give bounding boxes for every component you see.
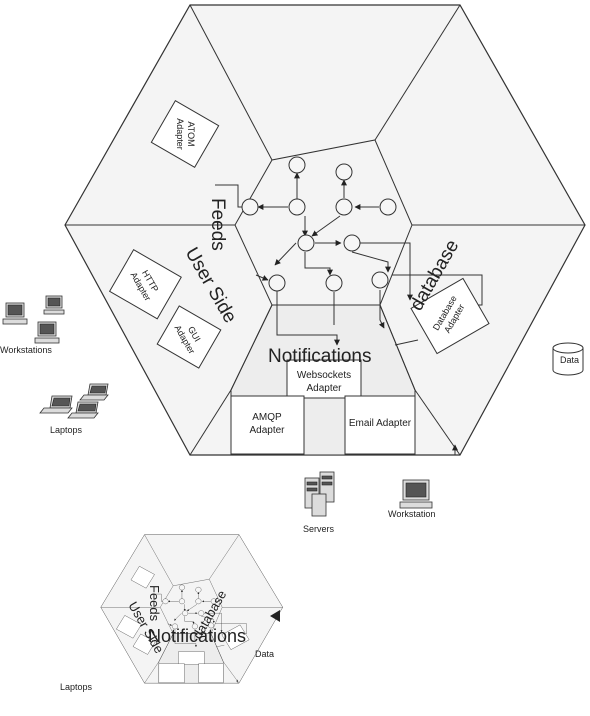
svg-text:Adapter: Adapter	[306, 383, 342, 394]
server-icon	[304, 471, 335, 517]
laptop-icon	[67, 401, 99, 419]
database-cylinder-icon	[552, 342, 584, 376]
svg-text:ATOM: ATOM	[186, 121, 196, 146]
svg-text:Notifications: Notifications	[148, 626, 246, 646]
data-label: Data	[560, 355, 579, 365]
svg-text:Feeds: Feeds	[147, 585, 162, 622]
workstations-label: Workstations	[0, 345, 52, 355]
servers-label: Servers	[303, 524, 335, 534]
svg-text:Adapter: Adapter	[175, 118, 185, 150]
svg-text:Laptops: Laptops	[60, 682, 93, 692]
workstation-icon	[43, 295, 65, 315]
workstation-label: Workstation	[388, 509, 435, 519]
amqp-adapter: AMQP Adapter	[249, 412, 285, 436]
websockets-adapter: Websockets Adapter	[297, 370, 351, 394]
laptops-label: Laptops	[50, 425, 83, 435]
laptop-icon	[39, 395, 73, 414]
laptops-group: Laptops	[39, 383, 109, 435]
workstation-icon	[34, 321, 60, 344]
workstation-group: Workstation	[388, 479, 435, 519]
email-adapter: Email Adapter	[349, 418, 412, 429]
section-label-feeds: Feeds	[207, 198, 228, 251]
section-label-notifications: Notifications	[268, 346, 372, 367]
workstation-icon	[2, 302, 28, 325]
main-hexagon: Feeds User Side database Notifications A…	[65, 5, 585, 455]
workstation-icon	[399, 479, 433, 509]
atom-adapter: ATOM Adapter	[175, 118, 196, 150]
svg-text:AMQP: AMQP	[252, 412, 282, 423]
servers-group: Servers	[303, 471, 335, 534]
data-store: Data	[552, 342, 584, 376]
svg-text:Websockets: Websockets	[297, 370, 351, 381]
workstations-group: Workstations	[0, 295, 65, 355]
svg-text:Adapter: Adapter	[249, 425, 285, 436]
svg-text:Data: Data	[255, 649, 274, 659]
laptop-icon	[79, 383, 109, 401]
